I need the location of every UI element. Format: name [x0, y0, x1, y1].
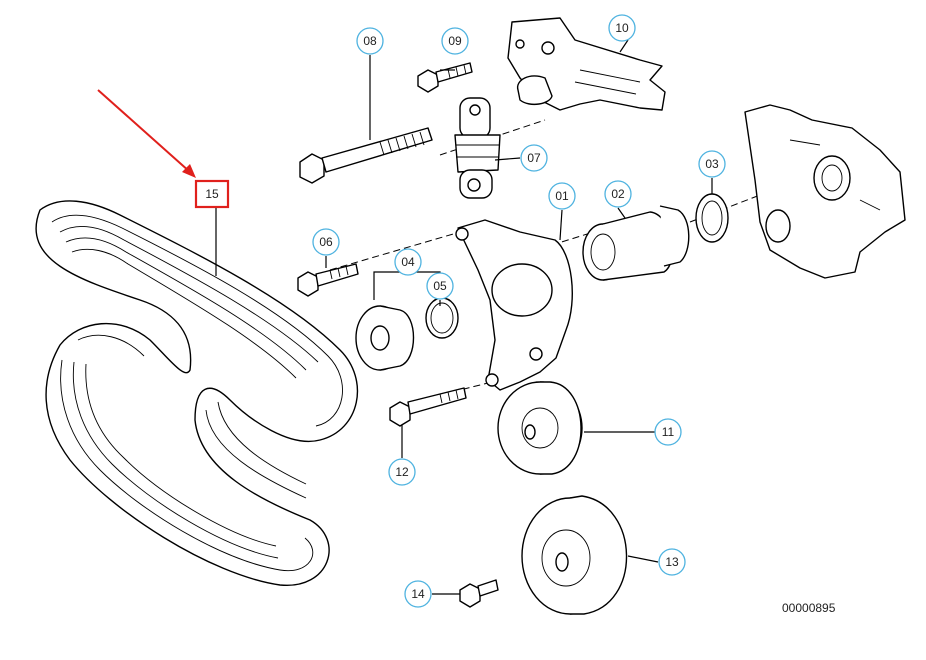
callout-06-label: 06	[319, 235, 333, 249]
callout-03[interactable]: 03	[698, 150, 726, 178]
part-14-bolt[interactable]	[459, 579, 499, 608]
part-02-sleeve[interactable]	[582, 205, 690, 281]
callout-13[interactable]: 13	[658, 548, 686, 576]
callout-11-label: 11	[662, 425, 675, 439]
part-06-bolt[interactable]	[297, 263, 359, 297]
part-03-seal-ring[interactable]	[695, 193, 729, 243]
callout-10[interactable]: 10	[608, 14, 636, 42]
callout-02-label: 02	[611, 187, 625, 201]
part-11-idler-pulley[interactable]	[497, 381, 583, 475]
callout-04[interactable]: 04	[394, 248, 422, 276]
callout-01-label: 01	[555, 189, 569, 203]
part-04-bushing[interactable]	[355, 305, 415, 371]
callout-15-label: 15	[205, 187, 219, 201]
callout-08-label: 08	[363, 34, 377, 48]
callout-05[interactable]: 05	[426, 272, 454, 300]
part-09-small-bolt[interactable]	[417, 62, 473, 93]
callout-08[interactable]: 08	[356, 27, 384, 55]
part-13-pulley[interactable]	[521, 495, 628, 615]
highlight-arrow	[97, 89, 196, 178]
callout-05-label: 05	[433, 279, 447, 293]
part-08-long-bolt[interactable]	[299, 127, 433, 184]
part-12-bolt[interactable]	[389, 387, 467, 427]
callout-09-label: 09	[448, 34, 462, 48]
callout-14[interactable]: 14	[404, 580, 432, 608]
part-01-tensioner-arm[interactable]	[455, 219, 573, 391]
callout-12-label: 12	[395, 465, 409, 479]
diagram-code: 00000895	[782, 601, 836, 615]
callout-07[interactable]: 07	[520, 144, 548, 172]
callout-03-label: 03	[705, 157, 719, 171]
callout-07-label: 07	[527, 151, 541, 165]
callout-04-label: 04	[401, 255, 415, 269]
callout-13-label: 13	[665, 555, 679, 569]
callout-10-label: 10	[615, 21, 629, 35]
callout-11[interactable]: 11	[654, 418, 682, 446]
callout-15-highlighted[interactable]: 15	[194, 179, 230, 209]
callout-12[interactable]: 12	[388, 458, 416, 486]
callout-06[interactable]: 06	[312, 228, 340, 256]
engine-block-fragment	[744, 104, 906, 279]
callout-02[interactable]: 02	[604, 180, 632, 208]
callout-14-label: 14	[411, 587, 425, 601]
callout-01[interactable]: 01	[548, 182, 576, 210]
part-15-ribbed-belt[interactable]	[35, 200, 359, 586]
part-05-o-ring[interactable]	[425, 297, 459, 339]
part-10-bracket[interactable]	[507, 17, 666, 111]
part-07-damper[interactable]	[454, 97, 501, 199]
callout-09[interactable]: 09	[441, 27, 469, 55]
